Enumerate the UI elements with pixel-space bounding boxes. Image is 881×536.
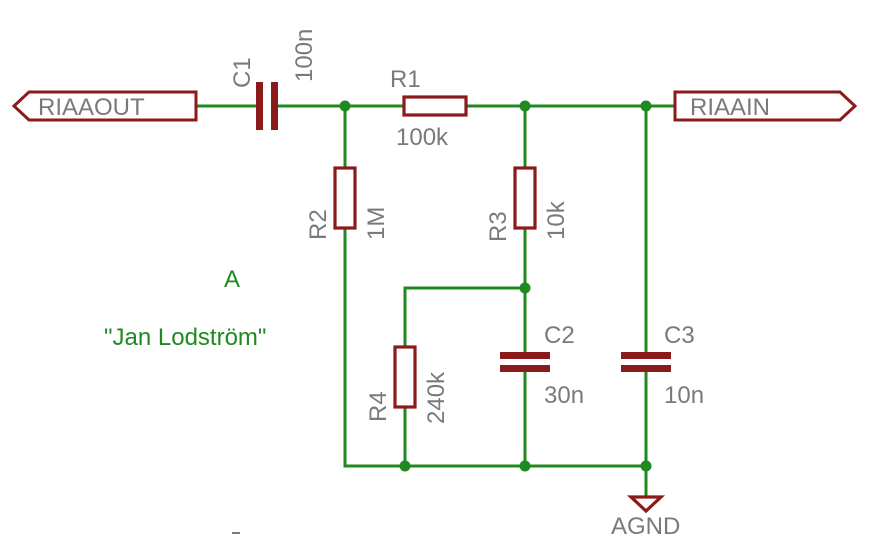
- capacitor-c2-name: C2: [544, 322, 575, 349]
- junction-dot: [339, 100, 351, 112]
- ground-agnd[interactable]: AGND: [611, 495, 680, 536]
- junction-dot: [519, 460, 531, 472]
- resistor-r4-name: R4: [365, 391, 392, 422]
- resistor-r3[interactable]: R3 10k: [485, 166, 570, 242]
- ground-icon: [626, 495, 666, 514]
- port-riaain[interactable]: RIAAIN: [673, 90, 858, 122]
- resistor-r4-value: 240k: [423, 371, 450, 424]
- resistor-r1-value: 100k: [396, 124, 449, 151]
- resistor-r3-name: R3: [485, 211, 512, 242]
- port-riaaout-shape: [11, 90, 198, 122]
- junctions: [339, 100, 652, 472]
- capacitor-c1-value: 100n: [291, 29, 318, 82]
- junction-dot: [519, 282, 531, 294]
- resistor-r2[interactable]: R2 1M: [305, 166, 390, 240]
- resistor-r1-body: [402, 95, 468, 117]
- junction-dot: [399, 460, 411, 472]
- junction-dot: [640, 100, 652, 112]
- capacitor-c2-plate-bottom: [500, 365, 550, 372]
- capacitor-c1-plate-left: [256, 82, 263, 130]
- capacitor-c1[interactable]: C1 100n: [229, 29, 318, 130]
- variant-label: A: [224, 266, 240, 293]
- resistor-r1-name: R1: [390, 66, 421, 93]
- resistor-r3-value: 10k: [543, 200, 570, 240]
- port-riaaout[interactable]: RIAAOUT: [11, 90, 198, 122]
- resistor-r4[interactable]: R4 240k: [365, 345, 450, 424]
- author-label: "Jan Lodström": [104, 324, 266, 351]
- junction-dot: [640, 460, 652, 472]
- wires: [194, 104, 677, 498]
- resistor-r3-body: [513, 166, 537, 230]
- port-riaain-shape: [673, 90, 858, 122]
- capacitor-c2-value: 30n: [544, 382, 584, 409]
- capacitor-c3-name: C3: [664, 322, 695, 349]
- resistor-r2-name: R2: [305, 209, 332, 240]
- capacitor-c2-plate-top: [500, 352, 550, 359]
- capacitor-c3-plate-top: [621, 352, 671, 359]
- capacitor-c1-plate-right: [271, 82, 278, 130]
- capacitor-c3-plate-bottom: [621, 365, 671, 372]
- capacitor-c2[interactable]: C2 30n: [500, 322, 584, 409]
- resistor-r4-body: [393, 345, 417, 409]
- resistor-r2-value: 1M: [363, 207, 390, 240]
- capacitor-c1-name: C1: [229, 57, 256, 88]
- port-riaaout-label: RIAAOUT: [38, 94, 145, 121]
- resistor-r2-body: [333, 166, 357, 230]
- capacitor-c3-value: 10n: [664, 382, 704, 409]
- junction-dot: [519, 100, 531, 112]
- capacitor-c3[interactable]: C3 10n: [621, 322, 704, 409]
- ground-label: AGND: [611, 513, 680, 536]
- port-riaain-label: RIAAIN: [690, 94, 770, 121]
- resistor-r1[interactable]: R1 100k: [390, 66, 468, 151]
